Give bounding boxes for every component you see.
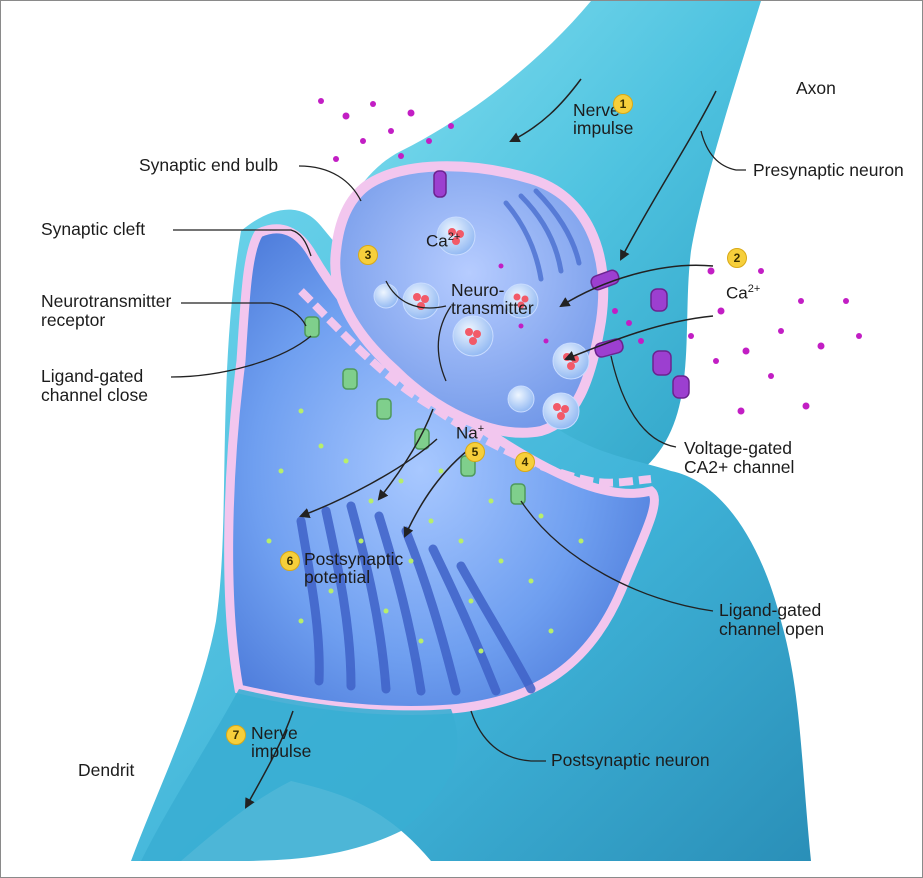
step-badge-1: 1 [613, 94, 633, 114]
ion-ca-inside: Ca2+ [426, 231, 460, 252]
step-badge-2: 2 [727, 248, 747, 268]
label-postsynaptic-neuron: Postsynaptic neuron [551, 751, 710, 770]
step-badge-5: 5 [465, 442, 485, 462]
label-presynaptic-neuron: Presynaptic neuron [753, 161, 904, 180]
label-voltage-gated: Voltage-gated CA2+ channel [684, 439, 794, 477]
label-axon: Axon [796, 79, 836, 98]
step-badge-4: 4 [515, 452, 535, 472]
label-ligand-gated-open: Ligand-gated channel open [719, 601, 824, 639]
step-badge-3: 3 [358, 245, 378, 265]
label-synaptic-end-bulb: Synaptic end bulb [139, 156, 278, 175]
step-badge-7: 7 [226, 725, 246, 745]
ion-ca-outside: Ca2+ [726, 283, 760, 304]
label-neurotransmitter: Neuro- transmitter [451, 281, 534, 317]
label-ligand-gated-close: Ligand-gated channel close [41, 367, 148, 405]
label-synaptic-cleft: Synaptic cleft [41, 220, 145, 239]
label-dendrit: Dendrit [78, 761, 134, 780]
label-postsynaptic-potential: Postsynaptic potential [304, 550, 403, 586]
ion-na: Na+ [456, 423, 484, 444]
label-nerve-impulse-out: Nerve impulse [251, 724, 311, 760]
label-neurotransmitter-receptor: Neurotransmitter receptor [41, 292, 171, 330]
step-badge-6: 6 [280, 551, 300, 571]
